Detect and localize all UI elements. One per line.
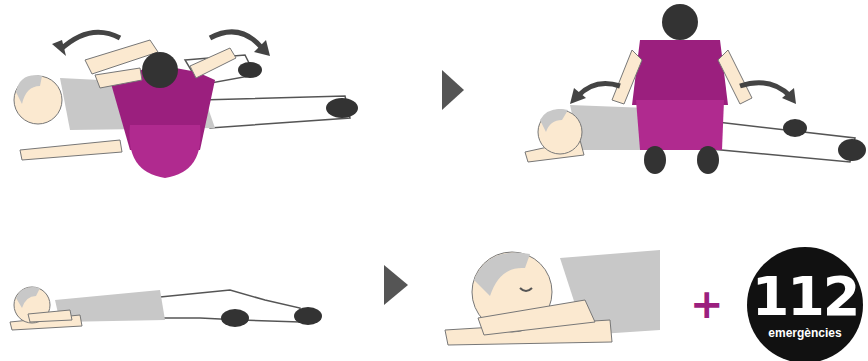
emergency-label: emergències (768, 326, 841, 340)
step-one-figure (14, 32, 358, 178)
step-three-figure (10, 287, 322, 330)
step-two-figure (525, 4, 866, 174)
step-four-figure (445, 250, 660, 345)
step-arrow (442, 70, 464, 110)
emergency-badge: 112 emergències (747, 247, 863, 361)
plus-sign: + (690, 284, 724, 324)
emergency-number: 112 (752, 270, 859, 324)
step-arrow (384, 265, 408, 305)
